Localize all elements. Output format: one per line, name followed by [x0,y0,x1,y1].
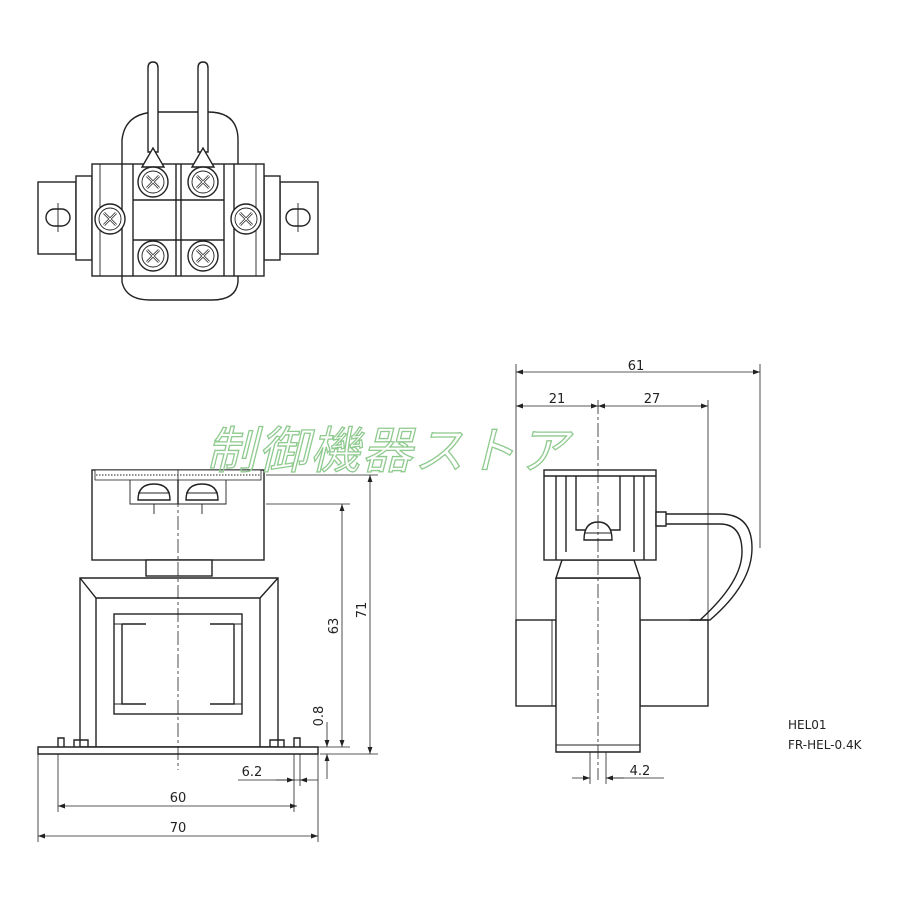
terminal-block [91,163,265,277]
dim-overall-height: 71 [355,602,370,619]
model-name: FR-HEL-0.4K [788,738,863,752]
top-view [37,61,319,301]
dim-base-thickness: 0.8 [312,706,327,727]
dim-mount-pitch: 60 [170,791,187,806]
dim-core-height: 63 [327,618,342,635]
dim-top-width: 61 [628,359,645,374]
store-watermark: 制御機器ストア [206,422,573,480]
dim-slot-width: 6.2 [242,765,263,780]
dim-right-offset: 27 [644,392,661,407]
dimension-lines [37,364,761,842]
model-code: HEL01 [788,718,827,732]
lead-wires [140,61,216,168]
dim-side-slot: 4.2 [630,764,651,779]
side-view [515,400,753,780]
front-view [37,469,319,770]
right-mount-foot [263,175,319,261]
left-mount-foot [37,175,93,261]
dim-overall-width: 70 [170,821,187,836]
dim-left-offset: 21 [549,392,566,407]
